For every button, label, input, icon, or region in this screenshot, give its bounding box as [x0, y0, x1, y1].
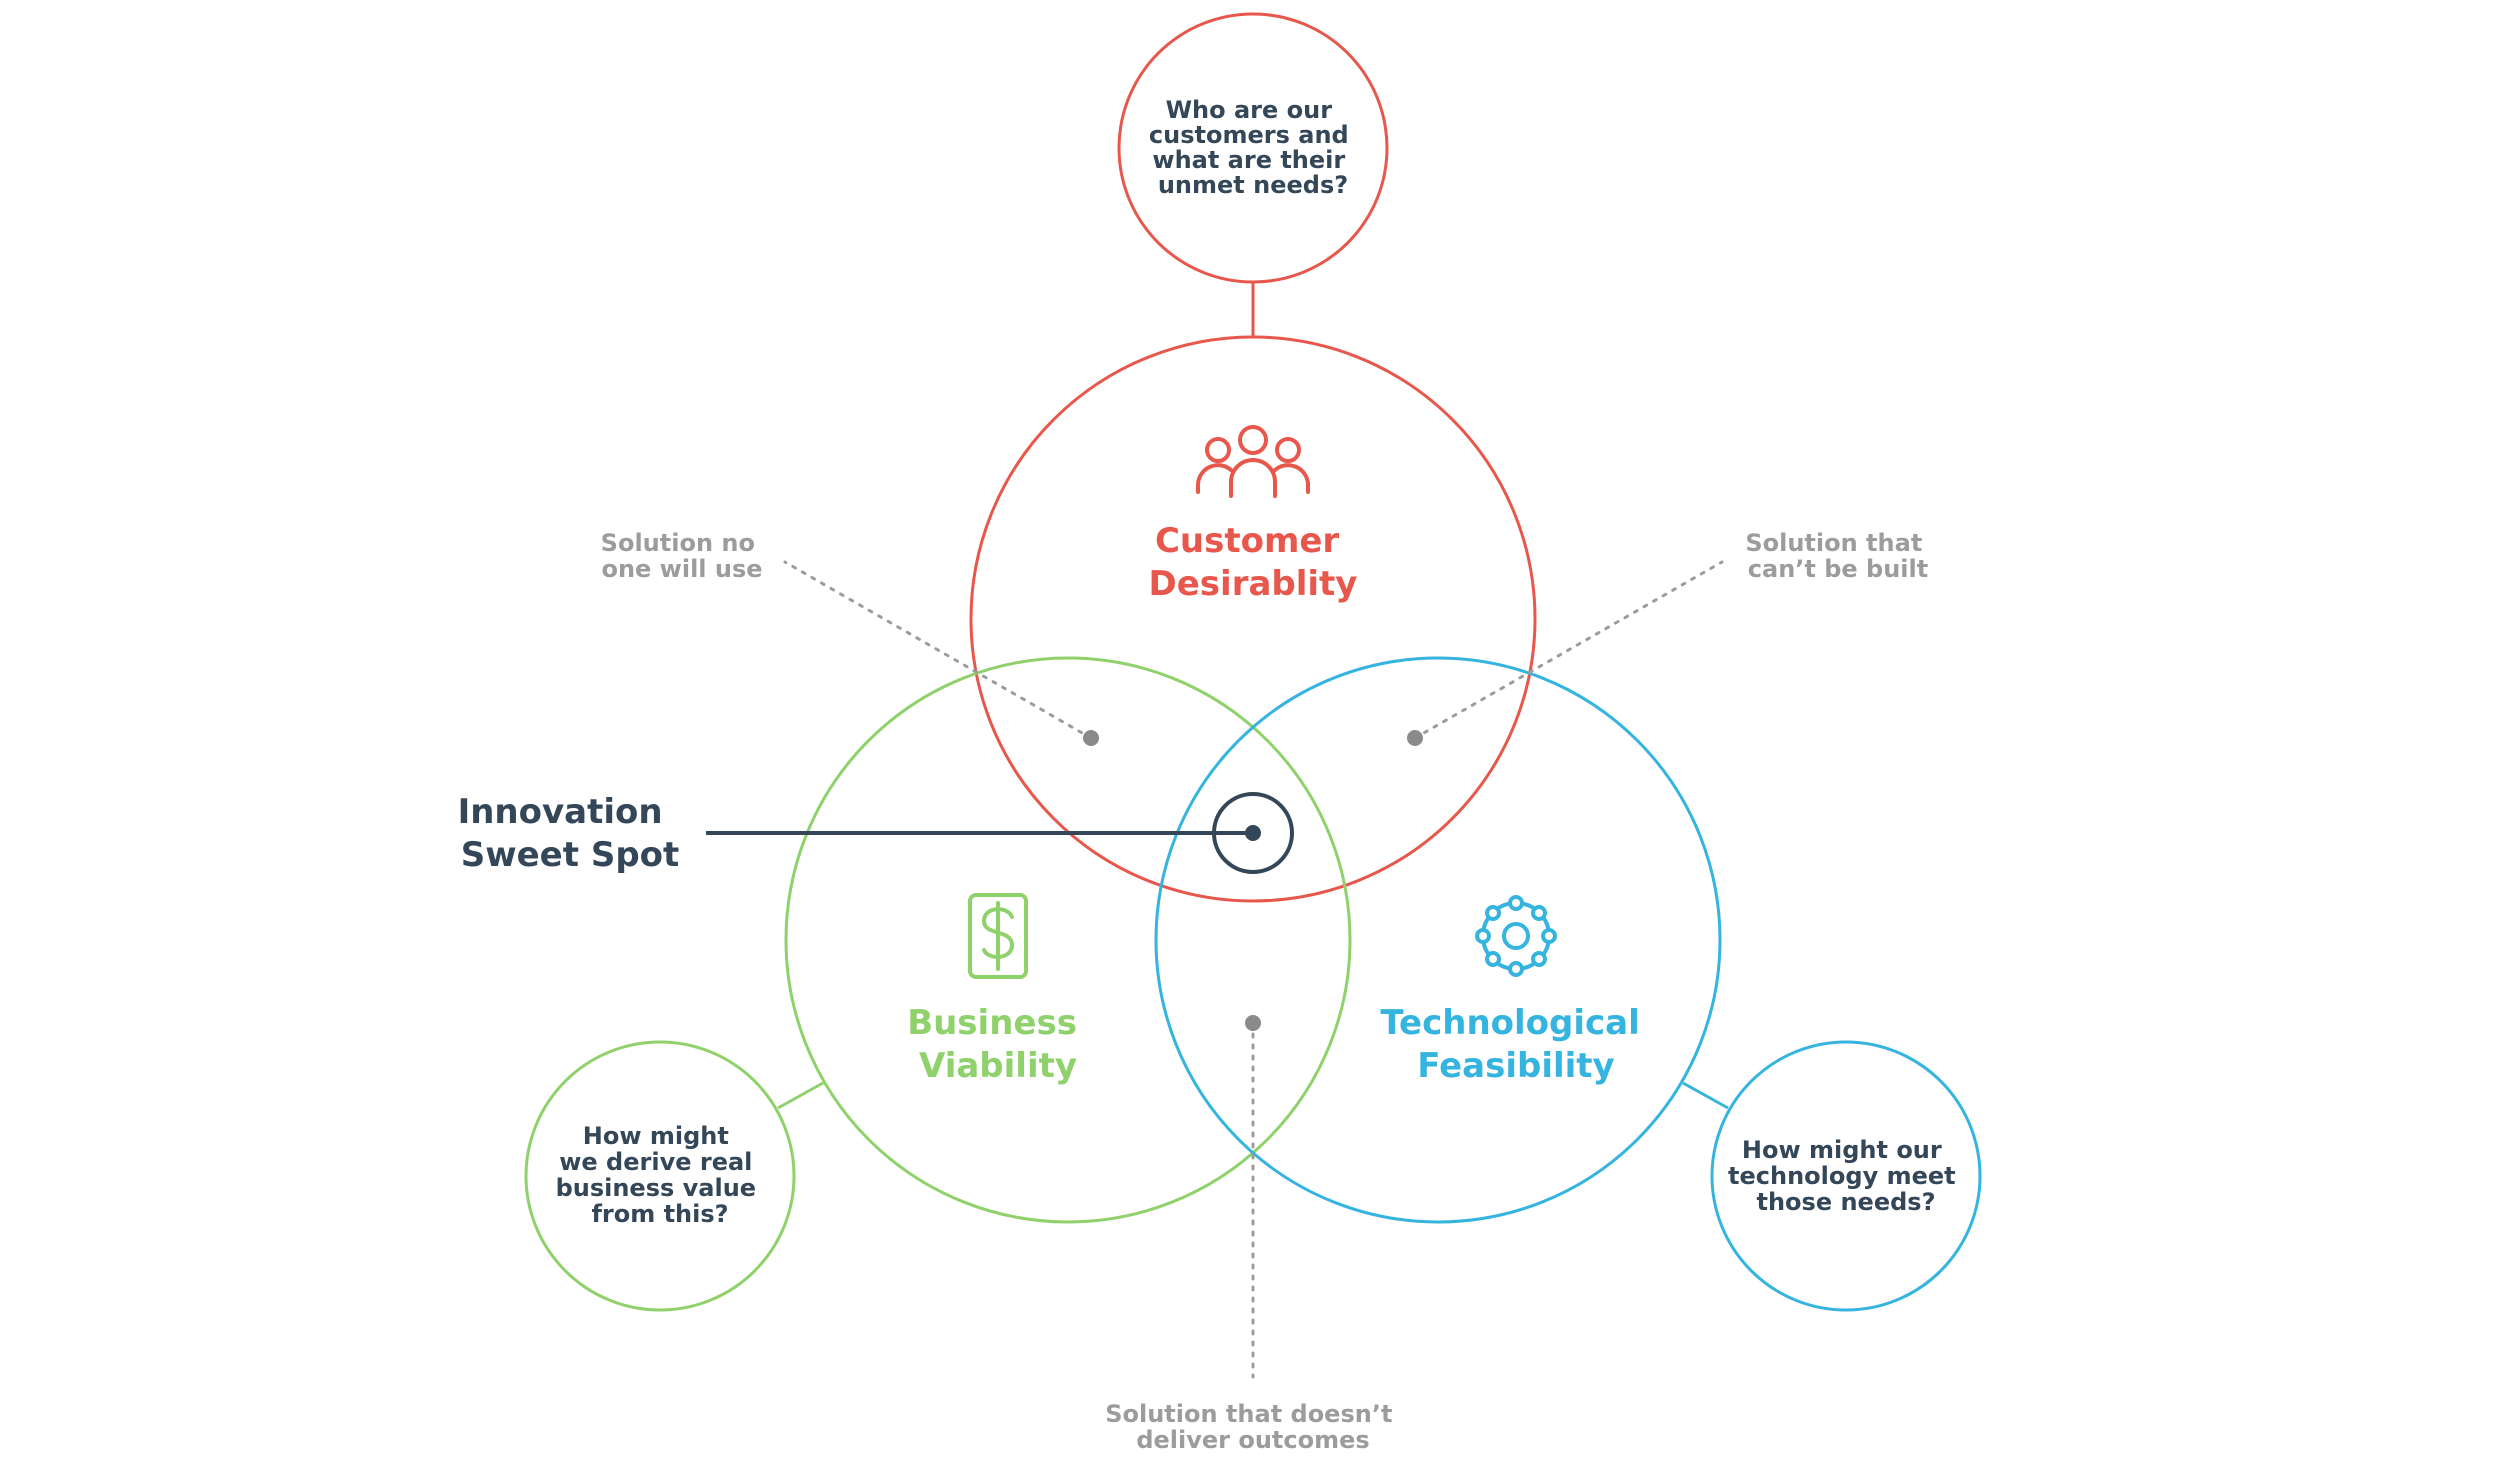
technology-question-bubble — [1710, 1040, 1982, 1312]
sweet-spot-ring — [1212, 792, 1294, 874]
customer-title: Customer Desirablity — [1149, 521, 1358, 604]
business-question: How might we derive real business value … — [556, 1122, 765, 1228]
customer-question-bubble — [1117, 12, 1389, 284]
note-no-outcomes: Solution that doesn’t deliver outcomes — [1105, 1400, 1401, 1454]
business-question-bubble — [524, 1040, 796, 1312]
note-cant-build: Solution that can’t be built — [1745, 529, 1930, 583]
business-circle — [784, 656, 1352, 1224]
technology-circle — [1154, 656, 1722, 1224]
technology-question: How might our technology meet those need… — [1728, 1136, 1964, 1216]
people-icon — [1196, 425, 1310, 498]
no-outcomes-dot — [1245, 1015, 1261, 1031]
technology-title: Technological Feasibility — [1380, 1003, 1651, 1086]
dollar-phone-icon — [968, 893, 1028, 979]
sweet-spot-label: Innovation Sweet Spot — [458, 792, 680, 875]
customer-question: Who are our customers and what are their… — [1149, 96, 1357, 199]
sweet-spot-dot — [1245, 825, 1261, 841]
cant-build-dot — [1407, 730, 1423, 746]
no-one-use-leader — [783, 560, 1093, 740]
no-one-use-dot — [1083, 730, 1099, 746]
gear-network-icon — [1475, 895, 1557, 977]
technology-connector — [1682, 1081, 1729, 1110]
customer-circle — [969, 335, 1537, 903]
note-no-one-use: Solution no one will use — [601, 529, 764, 583]
business-title: Business Viability — [907, 1003, 1089, 1086]
business-connector — [777, 1081, 824, 1110]
cant-build-leader — [1413, 560, 1724, 740]
